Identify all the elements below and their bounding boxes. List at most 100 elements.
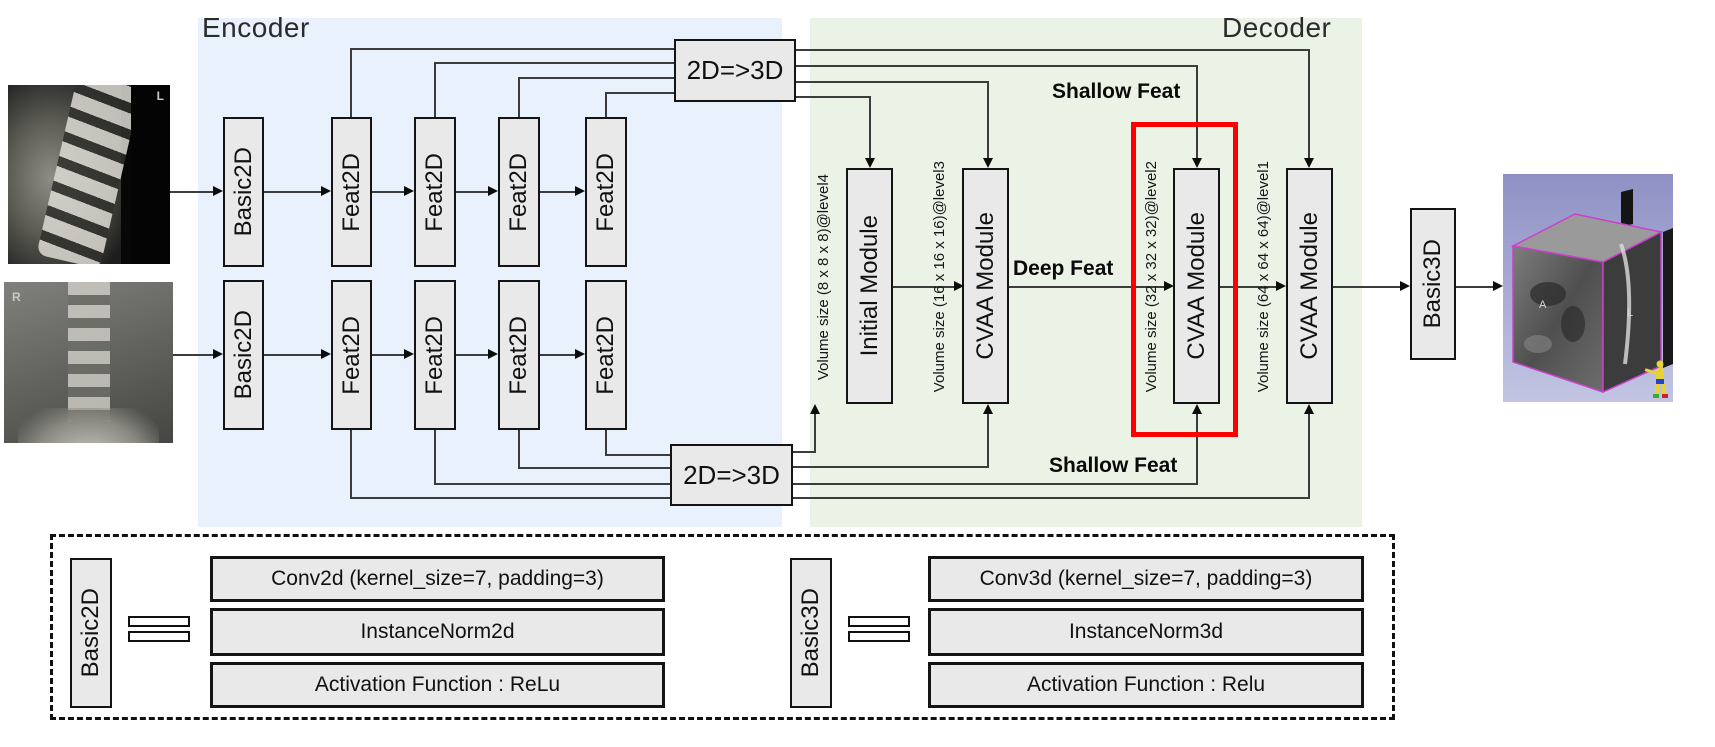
connector <box>987 81 989 159</box>
arrowhead <box>575 186 585 196</box>
volume-label-level4-text: Volume size (8 x 8 x 8)@level4 <box>814 173 832 381</box>
legend-box <box>50 534 1395 720</box>
deep-feat-label: Deep Feat <box>1013 257 1114 280</box>
encoder-row2-feat2d-2: Feat2D <box>414 280 456 430</box>
arrowhead <box>1192 158 1202 168</box>
legend-instancenorm2d-row: InstanceNorm2d <box>210 608 665 656</box>
encoder-row2-feat2d-3: Feat2D <box>498 280 540 430</box>
connector <box>1196 413 1198 485</box>
connector <box>434 483 670 485</box>
connector <box>1220 286 1276 288</box>
orientation-figure-icon <box>1644 360 1668 398</box>
connector <box>173 354 213 356</box>
connector <box>796 81 988 83</box>
legend-activation2d-text: Activation Function : ReLu <box>314 673 561 696</box>
legend-basic3d-box: Basic3D <box>790 558 832 708</box>
connector <box>793 483 1197 485</box>
legend-instancenorm3d-text: InstanceNorm3d <box>1068 620 1224 643</box>
decoder-initial-module-label: Initial Module <box>855 215 883 357</box>
encoder-row1-feat2d-4: Feat2D <box>585 117 627 267</box>
connector <box>350 49 352 117</box>
volume-label-level1-text: Volume size (64 x 64 x 64)@level1 <box>1254 161 1272 393</box>
decoder-cvaa-module-level1: CVAA Module <box>1286 168 1333 404</box>
connector <box>869 96 871 159</box>
shallow-feat-top-label: Shallow Feat <box>1052 80 1181 103</box>
volume-label-level3-text: Volume size (16 x 16 x 16)@level3 <box>930 161 948 393</box>
ct-texture <box>1530 282 1566 306</box>
arrowhead <box>983 158 993 168</box>
ct-texture <box>1561 306 1585 342</box>
connector <box>350 430 352 498</box>
arrowhead <box>321 186 331 196</box>
connector <box>540 354 575 356</box>
connector <box>350 497 670 499</box>
xray-frontal-pelvis <box>17 407 160 443</box>
equivalence-icon <box>848 616 910 646</box>
arrowhead <box>865 158 875 168</box>
legend-conv2d-text: Conv2d (kernel_size=7, padding=3) <box>271 567 604 590</box>
equivalence-bar <box>848 631 910 642</box>
arrowhead <box>575 349 585 359</box>
encoder-row1-feat2d-1: Feat2D <box>331 117 372 267</box>
encoder-row1-basic2d-label: Basic2D <box>229 147 257 237</box>
connector <box>893 286 954 288</box>
encoder-row2-feat2d-4: Feat2D <box>585 280 627 430</box>
arrowhead <box>213 186 223 196</box>
connector <box>1308 413 1310 499</box>
arrowhead <box>213 349 223 359</box>
arrowhead <box>1164 281 1174 291</box>
xray-frontal-side-marker: R <box>12 290 21 304</box>
legend-activation3d-text: Activation Function : Relu <box>1026 673 1266 696</box>
ct-texture <box>1524 335 1552 353</box>
volume-side-slab <box>1663 228 1673 368</box>
basic3d-module-label: Basic3D <box>1419 239 1446 329</box>
decoder-volume-label-level4: Volume size (8 x 8 x 8)@level4 <box>812 148 834 406</box>
encoder-region-title: Encoder <box>202 12 310 43</box>
output-ct-volume-image: A L <box>1503 174 1673 402</box>
connector <box>793 451 815 453</box>
encoder-row2-feat2d-4-label: Feat2D <box>592 315 619 395</box>
legend-activation3d-row: Activation Function : Relu <box>928 662 1364 708</box>
volume-marker-left: L <box>1627 307 1633 319</box>
volume-top-slab <box>1621 189 1633 227</box>
connector <box>814 413 816 453</box>
connector <box>605 92 674 94</box>
connector <box>434 62 674 64</box>
encoder-row2-basic2d-label: Basic2D <box>229 310 257 400</box>
connector <box>605 454 670 456</box>
encoder-row2-feat2d-2-label: Feat2D <box>421 315 448 395</box>
decoder-volume-label-level3: Volume size (16 x 16 x 16)@level3 <box>928 148 950 406</box>
legend-conv3d-row: Conv3d (kernel_size=7, padding=3) <box>928 556 1364 602</box>
arrowhead <box>810 404 820 414</box>
arrowhead <box>1304 404 1314 414</box>
connector <box>1333 286 1400 288</box>
encoder-row2-basic2d: Basic2D <box>223 280 264 430</box>
encoder-row1-feat2d-3-label: Feat2D <box>505 152 532 232</box>
connector <box>372 191 404 193</box>
converter-2d-to-3d-bottom: 2D=>3D <box>670 444 793 506</box>
decoder-cvaa-level3-label: CVAA Module <box>971 212 999 360</box>
connector <box>605 430 607 455</box>
converter-top-label: 2D=>3D <box>686 55 784 85</box>
xray-lateral-dark-band <box>131 85 170 264</box>
legend-instancenorm2d-text: InstanceNorm2d <box>360 620 515 643</box>
connector <box>518 77 674 79</box>
arrowhead <box>404 349 414 359</box>
legend-conv2d-row: Conv2d (kernel_size=7, padding=3) <box>210 556 665 602</box>
legend-conv3d-text: Conv3d (kernel_size=7, padding=3) <box>979 567 1313 590</box>
legend-basic3d-title: Basic3D <box>797 588 824 678</box>
decoder-cvaa-level1-label: CVAA Module <box>1295 212 1323 360</box>
connector <box>434 63 436 117</box>
connector <box>796 49 1309 51</box>
input-xray-lateral: L <box>8 85 170 264</box>
encoder-row2-feat2d-1: Feat2D <box>331 280 372 430</box>
decoder-region-background <box>810 18 1362 527</box>
connector <box>434 430 436 484</box>
input-xray-frontal: R <box>4 282 173 443</box>
decoder-volume-label-level1: Volume size (64 x 64 x 64)@level1 <box>1252 148 1274 406</box>
legend-basic2d-title: Basic2D <box>77 588 104 678</box>
encoder-row1-feat2d-3: Feat2D <box>498 117 540 267</box>
encoder-row1-feat2d-2-label: Feat2D <box>421 152 448 232</box>
connector <box>264 191 321 193</box>
